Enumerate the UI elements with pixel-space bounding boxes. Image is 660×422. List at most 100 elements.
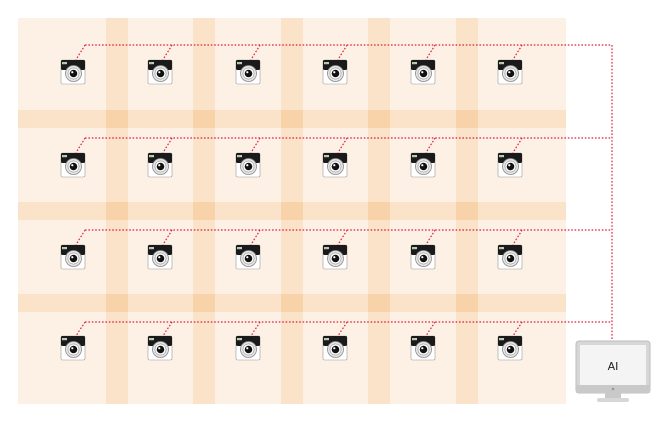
camera-lens: [244, 162, 253, 171]
camera-lens-glint: [333, 164, 336, 167]
wire-drop: [510, 321, 523, 342]
camera-lens-glint: [333, 256, 336, 259]
camera-lens: [331, 162, 340, 171]
camera-lens-glint: [71, 347, 74, 350]
camera-icon: [497, 152, 523, 178]
camera-led: [237, 62, 240, 65]
camera-lens: [69, 345, 78, 354]
camera-lens: [156, 254, 165, 263]
camera-led: [499, 247, 502, 250]
camera-lens: [69, 254, 78, 263]
camera-icon: [60, 59, 86, 85]
camera-led: [62, 155, 65, 158]
aisle-intersection: [368, 110, 390, 128]
camera-led: [499, 62, 502, 65]
floor-plan: [18, 18, 566, 404]
camera-icon: [147, 244, 173, 270]
monitor-label: AI: [608, 360, 619, 373]
camera-led: [412, 155, 415, 158]
camera-lens-glint: [71, 71, 74, 74]
camera-icon: [410, 59, 436, 85]
camera-lens-glint: [246, 71, 249, 74]
wire-drop: [423, 321, 436, 342]
camera-lens-glint: [246, 256, 249, 259]
aisle-intersection: [193, 110, 215, 128]
camera-lens-glint: [508, 71, 511, 74]
camera-lens: [244, 254, 253, 263]
camera-icon: [322, 335, 348, 361]
camera-icon: [497, 59, 523, 85]
camera-led: [324, 338, 327, 341]
camera-lens: [69, 69, 78, 78]
camera-icon: [60, 244, 86, 270]
camera-lens-glint: [71, 164, 74, 167]
camera-led: [149, 155, 152, 158]
camera-led: [149, 62, 152, 65]
camera-lens-glint: [421, 256, 424, 259]
camera-led: [149, 338, 152, 341]
camera-lens-glint: [158, 71, 161, 74]
camera-lens-glint: [508, 164, 511, 167]
aisle-intersection: [368, 202, 390, 220]
aisle-intersection: [368, 294, 390, 312]
camera-led: [324, 62, 327, 65]
camera-grid: [60, 59, 523, 361]
aisle-intersection: [281, 202, 303, 220]
camera-led: [412, 247, 415, 250]
wire-drop: [160, 321, 173, 342]
camera-icon: [235, 152, 261, 178]
camera-icon: [235, 59, 261, 85]
camera-icon: [322, 244, 348, 270]
camera-lens-glint: [508, 347, 511, 350]
camera-lens: [331, 345, 340, 354]
camera-lens: [244, 345, 253, 354]
camera-lens: [506, 162, 515, 171]
camera-led: [412, 338, 415, 341]
camera-lens-glint: [246, 164, 249, 167]
camera-lens: [156, 162, 165, 171]
camera-lens: [419, 254, 428, 263]
camera-icon: [147, 335, 173, 361]
camera-led: [499, 338, 502, 341]
camera-lens: [506, 345, 515, 354]
camera-led: [324, 155, 327, 158]
camera-icon: [410, 152, 436, 178]
camera-lens: [156, 345, 165, 354]
camera-led: [149, 247, 152, 250]
monitor-icon: [575, 340, 651, 402]
camera-led: [237, 247, 240, 250]
camera-icon: [497, 335, 523, 361]
camera-led: [62, 62, 65, 65]
camera-icon: [147, 59, 173, 85]
camera-lens: [244, 69, 253, 78]
camera-lens-glint: [508, 256, 511, 259]
aisle-intersection: [456, 202, 478, 220]
aisle-intersection: [456, 110, 478, 128]
aisle-intersection: [193, 202, 215, 220]
camera-lens: [506, 254, 515, 263]
camera-icon: [60, 152, 86, 178]
camera-icon: [322, 59, 348, 85]
camera-lens: [331, 254, 340, 263]
camera-led: [412, 62, 415, 65]
camera-icon: [322, 152, 348, 178]
camera-lens-glint: [421, 347, 424, 350]
camera-icon: [497, 244, 523, 270]
camera-lens-glint: [333, 71, 336, 74]
aisle-intersection: [106, 202, 128, 220]
camera-lens-glint: [333, 347, 336, 350]
camera-led: [237, 338, 240, 341]
camera-lens: [419, 345, 428, 354]
camera-lens-glint: [158, 347, 161, 350]
camera-lens: [506, 69, 515, 78]
ai-monitor: AI: [575, 340, 651, 402]
camera-led: [237, 155, 240, 158]
camera-led: [62, 338, 65, 341]
wire-drop: [248, 321, 261, 342]
camera-icon: [410, 335, 436, 361]
aisle-intersection: [456, 294, 478, 312]
camera-lens-glint: [158, 256, 161, 259]
camera-lens-glint: [421, 164, 424, 167]
aisle-intersection: [106, 294, 128, 312]
camera-lens: [419, 69, 428, 78]
